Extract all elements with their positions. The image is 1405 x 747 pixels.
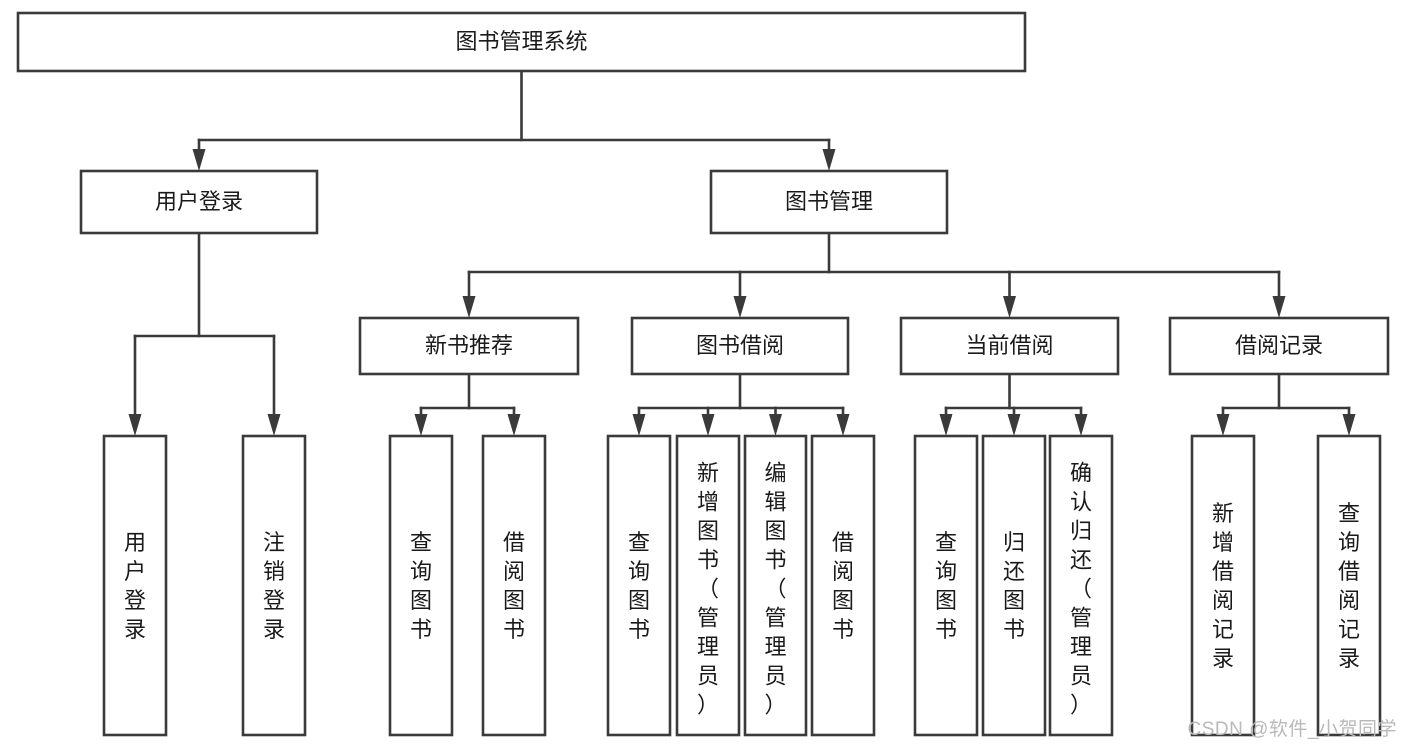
node-box-leaf-query-book-borrow[interactable]: [606, 434, 672, 737]
node-label-book-management: 图书管理: [785, 189, 873, 214]
node-label-leaf-add-book-admin: 新增图书（管理员）: [697, 461, 719, 718]
node-label-leaf-query-book-current: 查询图书: [935, 530, 957, 642]
arrow-head-icon: [836, 414, 850, 436]
arrow-head-icon: [192, 149, 206, 171]
arrow-head-icon: [632, 414, 646, 436]
arrow-head-icon: [769, 414, 782, 436]
node-label-leaf-query-book-borrow: 查询图书: [628, 530, 650, 642]
node-label-current-borrow: 当前借阅: [965, 333, 1053, 358]
arrow-head-icon: [822, 149, 836, 171]
node-user-login[interactable]: 用户登录: [79, 169, 319, 235]
node-label-borrow-record: 借阅记录: [1235, 333, 1323, 358]
connector-current-borrow-to-leaves: [939, 372, 1088, 436]
arrow-head-icon: [1216, 414, 1230, 436]
node-label-user-login: 用户登录: [155, 189, 243, 214]
node-leaf-user-login[interactable]: 用户登录: [102, 434, 168, 737]
node-label-leaf-user-login: 用户登录: [124, 530, 146, 642]
node-box-leaf-query-borrow-record[interactable]: [1316, 434, 1382, 737]
node-label-book-borrow: 图书借阅: [696, 333, 784, 358]
node-leaf-query-book-current[interactable]: 查询图书: [913, 434, 979, 737]
connector-borrow-record-to-leaves: [1216, 372, 1356, 436]
node-leaf-query-borrow-record[interactable]: 查询借阅记录: [1316, 434, 1382, 737]
arrow-head-icon: [1272, 296, 1286, 318]
node-leaf-edit-book-admin[interactable]: 编辑图书（管理员）: [743, 434, 808, 737]
node-box-book-borrow[interactable]: [630, 316, 850, 376]
arrow-head-icon: [507, 414, 521, 436]
node-box-leaf-add-book-admin[interactable]: [675, 434, 741, 737]
node-label-leaf-borrow-book: 借阅图书: [832, 530, 854, 642]
arrow-head-icon: [701, 414, 715, 436]
connector-user-login-to-leaves: [128, 231, 281, 436]
node-book-borrow[interactable]: 图书借阅: [630, 316, 850, 376]
node-box-book-management[interactable]: [709, 169, 949, 235]
node-leaf-borrow-book-recommend[interactable]: 借阅图书: [481, 434, 547, 737]
connector-root-to-level2: [192, 69, 836, 171]
arrow-head-icon: [1007, 414, 1021, 436]
connector-new-book-recommend-to-leaves: [414, 372, 521, 436]
connector-book-management-to-level3: [462, 231, 1286, 318]
arrow-head-icon: [1342, 414, 1356, 436]
node-box-leaf-borrow-book-recommend[interactable]: [481, 434, 547, 737]
node-current-borrow[interactable]: 当前借阅: [899, 316, 1120, 376]
node-box-new-book-recommend[interactable]: [358, 316, 580, 376]
node-leaf-logout[interactable]: 注销登录: [241, 434, 307, 737]
node-new-book-recommend[interactable]: 新书推荐: [358, 316, 580, 376]
node-box-leaf-add-borrow-record[interactable]: [1190, 434, 1256, 737]
node-box-leaf-user-login[interactable]: [102, 434, 168, 737]
node-box-root[interactable]: [16, 11, 1027, 73]
connector-book-borrow-to-leaves: [632, 372, 850, 436]
node-box-leaf-query-book-current[interactable]: [913, 434, 979, 737]
node-box-leaf-confirm-return-admin[interactable]: [1048, 434, 1114, 737]
node-label-root: 图书管理系统: [455, 29, 587, 54]
node-box-leaf-return-book[interactable]: [981, 434, 1047, 737]
node-label-leaf-borrow-book-recommend: 借阅图书: [503, 530, 525, 642]
node-box-user-login[interactable]: [79, 169, 319, 235]
node-leaf-query-book-recommend[interactable]: 查询图书: [388, 434, 454, 737]
arrow-head-icon: [267, 414, 281, 436]
node-book-management[interactable]: 图书管理: [709, 169, 949, 235]
arrow-head-icon: [414, 414, 428, 436]
node-label-leaf-query-borrow-record: 查询借阅记录: [1338, 501, 1360, 671]
node-label-leaf-edit-book-admin: 编辑图书（管理员）: [764, 461, 786, 718]
node-borrow-record[interactable]: 借阅记录: [1168, 316, 1390, 376]
node-leaf-query-book-borrow[interactable]: 查询图书: [606, 434, 672, 737]
arrow-head-icon: [1003, 296, 1016, 318]
node-label-leaf-query-book-recommend: 查询图书: [410, 530, 432, 642]
node-box-current-borrow[interactable]: [899, 316, 1120, 376]
node-label-leaf-confirm-return-admin: 确认归还（管理员）: [1070, 461, 1092, 718]
node-label-new-book-recommend: 新书推荐: [425, 333, 513, 358]
node-box-leaf-query-book-recommend[interactable]: [388, 434, 454, 737]
arrow-head-icon: [733, 296, 747, 318]
watermark-text: CSDN @软件_小贺同学: [1187, 719, 1397, 740]
node-label-leaf-add-borrow-record: 新增借阅记录: [1212, 501, 1234, 671]
arrow-head-icon: [462, 296, 476, 318]
node-root[interactable]: 图书管理系统: [16, 11, 1027, 73]
node-leaf-borrow-book[interactable]: 借阅图书: [810, 434, 876, 737]
node-leaf-add-book-admin[interactable]: 新增图书（管理员）: [675, 434, 741, 737]
node-label-leaf-logout: 注销登录: [263, 530, 285, 642]
arrow-head-icon: [939, 414, 953, 436]
node-label-leaf-return-book: 归还图书: [1003, 530, 1025, 642]
nodes-layer: 图书管理系统用户登录图书管理新书推荐图书借阅当前借阅借阅记录用户登录注销登录查询…: [16, 11, 1390, 737]
node-box-leaf-borrow-book[interactable]: [810, 434, 876, 737]
arrow-head-icon: [128, 414, 142, 436]
node-leaf-add-borrow-record[interactable]: 新增借阅记录: [1190, 434, 1256, 737]
node-leaf-confirm-return-admin[interactable]: 确认归还（管理员）: [1048, 434, 1114, 737]
node-box-borrow-record[interactable]: [1168, 316, 1390, 376]
node-box-leaf-logout[interactable]: [241, 434, 307, 737]
node-leaf-return-book[interactable]: 归还图书: [981, 434, 1047, 737]
node-box-leaf-edit-book-admin[interactable]: [743, 434, 808, 737]
connectors-layer: [128, 69, 1356, 436]
arrow-head-icon: [1074, 414, 1088, 436]
